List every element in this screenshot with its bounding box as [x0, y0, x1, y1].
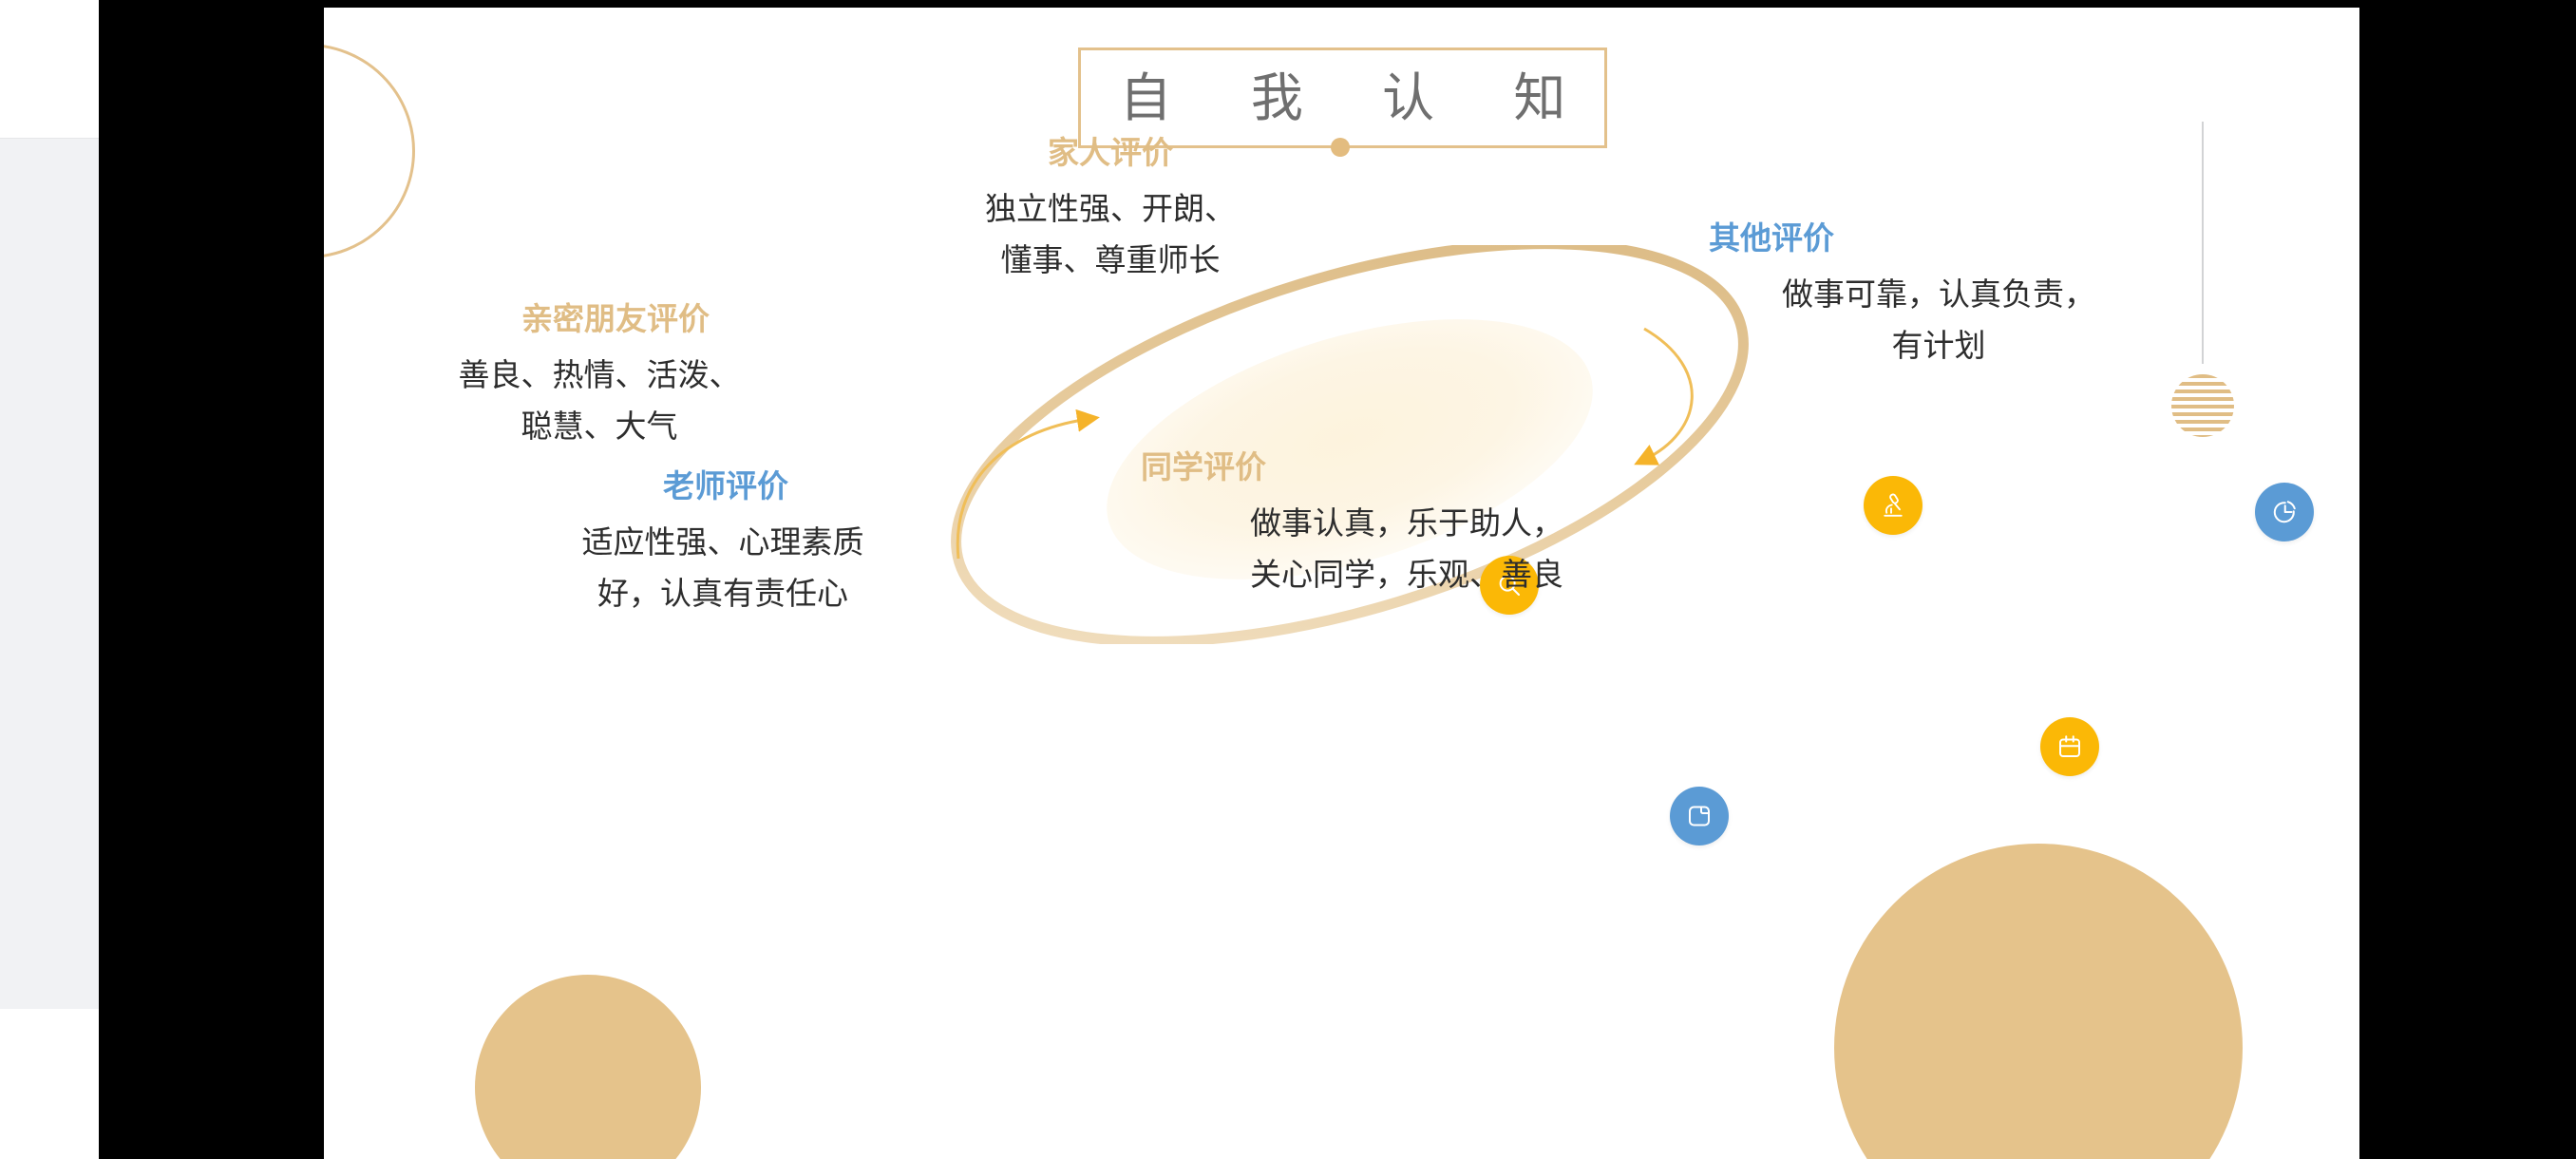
- badge-microscope[interactable]: [1864, 476, 1923, 535]
- evaluation-block-classmates: 同学评价 做事认真，乐于助人， 关心同学，乐观、善良: [1103, 449, 1711, 599]
- evaluation-line: 聪慧、大气: [521, 408, 678, 444]
- search-icon: [1495, 571, 1524, 599]
- evaluation-line: 善良、热情、活泼、: [458, 357, 741, 393]
- decorative-ring-top-left: [324, 44, 415, 258]
- badge-search[interactable]: [1480, 556, 1539, 615]
- page-title-box: 自 我 认 知: [1078, 48, 1607, 148]
- evaluation-title-family: 家人评价: [1048, 135, 1173, 170]
- evaluation-line: 有计划: [1891, 327, 1986, 363]
- evaluation-title-classmates: 同学评价: [1141, 449, 1266, 484]
- badge-pie-chart[interactable]: [2255, 483, 2314, 542]
- pie-chart-icon: [2270, 498, 2299, 526]
- page-chrome-left-top: [0, 0, 99, 138]
- orbit-diagram: [894, 245, 2314, 846]
- badge-calendar[interactable]: [2040, 717, 2099, 776]
- letterbox-top-bar: [99, 0, 2576, 8]
- evaluation-title-teacher: 老师评价: [663, 468, 788, 504]
- evaluation-title-close-friends: 亲密朋友评价: [521, 301, 710, 336]
- orbit-graphic: [951, 245, 1749, 644]
- badge-folder[interactable]: [1670, 787, 1729, 846]
- evaluation-line: 做事可靠，认真负责，: [1782, 276, 2095, 313]
- evaluation-block-close-friends: 亲密朋友评价 善良、热情、活泼、 聪慧、大气: [324, 301, 875, 451]
- decorative-vertical-line: [2202, 122, 2204, 364]
- evaluation-line: 做事认真，乐于助人，: [1250, 505, 1563, 542]
- microscope-icon: [1879, 491, 1907, 520]
- evaluation-title-other: 其他评价: [1709, 220, 1834, 256]
- evaluation-line: 关心同学，乐观、善良: [1250, 556, 1563, 592]
- folder-icon: [1685, 802, 1714, 830]
- evaluation-block-teacher: 老师评价 适应性强、心理素质 好，认真有责任心: [409, 468, 1036, 618]
- page-title: 自 我 认 知: [1119, 67, 1599, 127]
- evaluation-block-family: 家人评价 独立性强、开朗、 懂事、尊重师长: [901, 135, 1319, 285]
- decorative-circle-bottom-left: [475, 975, 701, 1159]
- page-chrome-left-bottom: [0, 1009, 99, 1159]
- title-accent-dot: [1331, 138, 1350, 157]
- decorative-circle-bottom-right: [1834, 844, 2243, 1159]
- calendar-icon: [2055, 732, 2084, 761]
- evaluation-block-other: 其他评价 做事可靠，认真负责， 有计划: [1673, 220, 2205, 370]
- evaluation-line: 懂事、尊重师长: [1000, 241, 1221, 277]
- evaluation-line: 适应性强、心理素质: [581, 524, 864, 560]
- evaluation-line: 好，认真有责任心: [597, 575, 848, 611]
- evaluation-line: 独立性强、开朗、: [985, 191, 1236, 227]
- slide-canvas: 自 我 认 知: [324, 8, 2359, 1159]
- decorative-striped-circle: [2171, 374, 2234, 437]
- page-chrome-left-panel: [0, 138, 99, 1010]
